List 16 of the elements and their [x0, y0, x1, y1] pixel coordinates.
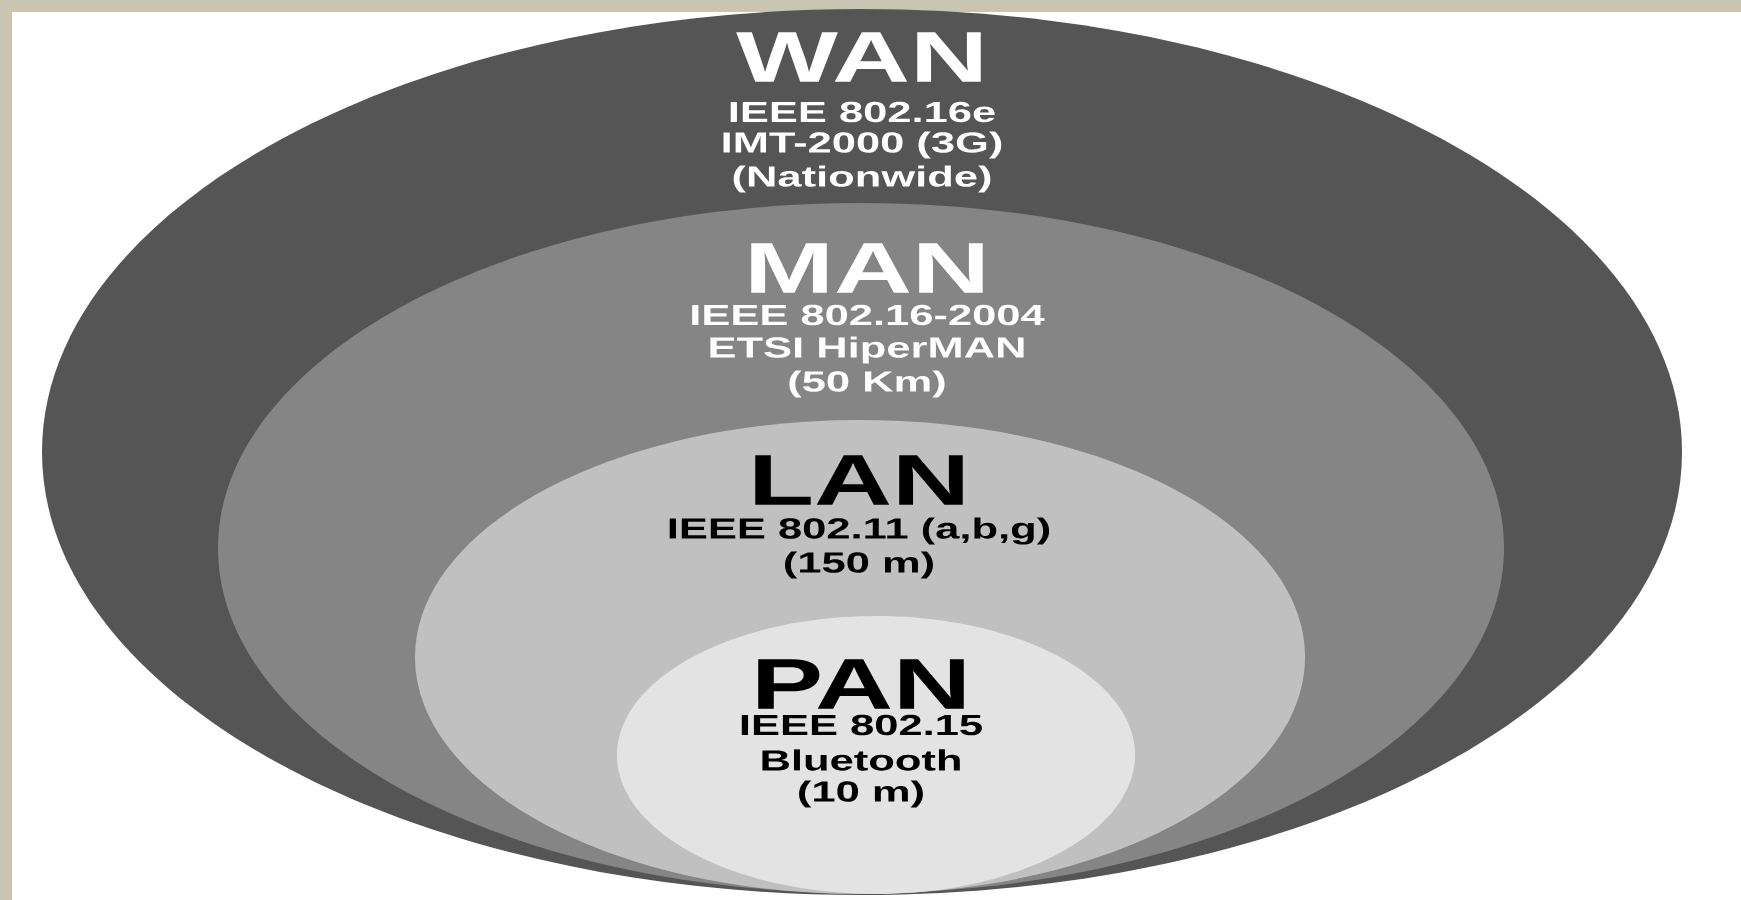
region-description: IEEE 802.16-2004 — [692, 304, 1045, 326]
region-title: MAN — [751, 243, 983, 293]
region-description: (Nationwide) — [733, 165, 991, 193]
region-title: LAN — [755, 455, 963, 505]
region-title: PAN — [758, 659, 964, 709]
region-description: ETSI HiperMAN — [710, 336, 1024, 364]
region-description: IEEE 802.15 — [741, 714, 982, 736]
ellipse-region — [617, 616, 1135, 894]
region-description: IEEE 802.11 (a,b,g) — [669, 517, 1050, 545]
region-description: (50 Km) — [789, 370, 945, 398]
region-title: WAN — [736, 32, 981, 82]
region-description: Bluetooth — [762, 749, 960, 771]
region-description: IEEE 802.16e — [730, 101, 995, 123]
region-description: (10 m) — [799, 780, 923, 808]
region-description: (150 m) — [785, 551, 933, 579]
region-description: IMT-2000 (3G) — [723, 131, 1002, 159]
